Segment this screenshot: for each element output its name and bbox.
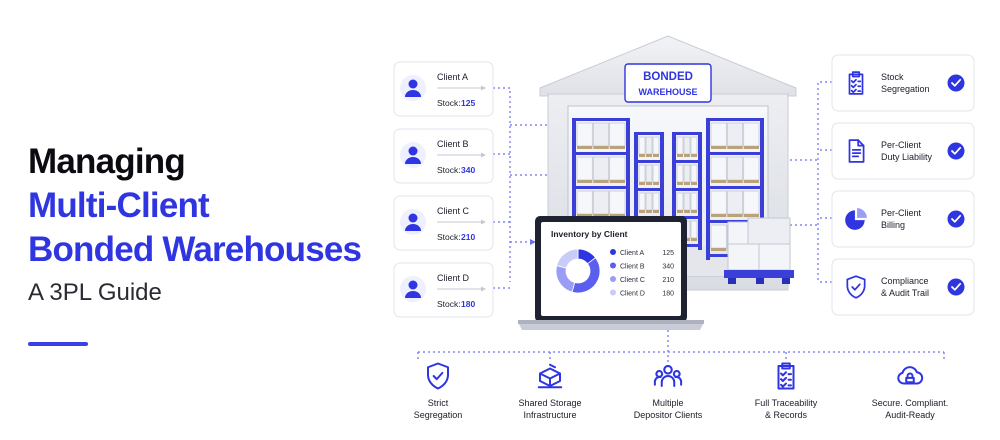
client-card: Client A Stock:125 <box>393 61 494 117</box>
benefit-line-2: Segregation <box>414 410 463 420</box>
pallet-boxes <box>724 217 794 284</box>
title-line-1: Managing <box>28 142 186 181</box>
pallet-boxes-icon <box>537 363 563 389</box>
user-avatar-icon <box>400 276 426 302</box>
client-name: Client C <box>437 206 470 216</box>
client-card: Client B Stock:340 <box>393 128 494 184</box>
benefit-item: Full Traceability & Records <box>755 362 818 420</box>
benefit-item: Secure. Compliant. Audit-Ready <box>872 366 949 420</box>
client-stock-label: Stock: <box>437 232 461 242</box>
client-name: Client B <box>437 139 469 149</box>
sign-line-1: BONDED <box>643 71 693 83</box>
legend-label: Client B <box>620 264 645 271</box>
user-avatar-icon <box>400 209 426 235</box>
users-icon <box>653 365 683 387</box>
dotted-connectors <box>417 81 945 362</box>
feature-line-2: Billing <box>881 220 905 230</box>
client-arrow-icon <box>481 85 486 91</box>
pie-chart-icon <box>845 208 867 230</box>
sign-line-2: WAREHOUSE <box>638 87 697 97</box>
legend-swatch <box>610 276 616 282</box>
benefit-line-1: Strict <box>428 398 449 408</box>
title-block: Managing Multi-Client Bonded Warehouses … <box>28 140 362 346</box>
client-card: Client D Stock:180 <box>393 262 494 318</box>
feature-check-icon <box>947 142 965 160</box>
user-avatar-icon <box>400 142 426 168</box>
legend-label: Client A <box>620 250 644 257</box>
client-stock-value: 125 <box>461 98 475 108</box>
feature-line-1: Per-Client <box>881 140 922 150</box>
client-arrow-icon <box>481 152 486 158</box>
benefit-line-1: Multiple <box>652 398 683 408</box>
feature-line-2: Duty Liability <box>881 152 933 162</box>
feature-line-1: Per-Client <box>881 208 922 218</box>
laptop-title: Inventory by Client <box>551 229 628 239</box>
feature-card: Compliance & Audit Trail <box>831 258 975 316</box>
client-arrow-icon <box>481 219 486 225</box>
feature-line-2: Segregation <box>881 84 930 94</box>
client-stock-label: Stock: <box>437 299 461 309</box>
shield-check-icon <box>427 362 449 390</box>
inventory-donut-chart <box>555 248 601 294</box>
benefit-line-1: Shared Storage <box>518 398 581 408</box>
client-stock-label: Stock: <box>437 165 461 175</box>
client-arrow-icon <box>481 286 486 292</box>
feature-line-2: & Audit Trail <box>881 288 929 298</box>
client-stock-value: 180 <box>461 299 475 309</box>
feature-check-icon <box>947 210 965 228</box>
client-name: Client D <box>437 273 470 283</box>
benefit-line-2: Infrastructure <box>523 410 576 420</box>
title-line-3: Bonded Warehouses <box>28 230 362 269</box>
shield-check-icon <box>846 275 866 299</box>
benefit-line-2: & Records <box>765 410 808 420</box>
donut-slice-d <box>556 248 579 269</box>
legend-swatch <box>610 289 616 296</box>
document-icon <box>848 139 865 163</box>
user-avatar-icon <box>400 75 426 101</box>
benefit-line-1: Secure. Compliant. <box>872 398 949 408</box>
legend-label: Client D <box>620 291 645 298</box>
cloud-lock-icon <box>897 366 924 385</box>
benefit-line-2: Depositor Clients <box>634 410 703 420</box>
client-stock-value: 340 <box>461 165 475 175</box>
feature-check-icon <box>947 278 965 296</box>
legend-value: 180 <box>662 291 674 298</box>
benefit-line-1: Full Traceability <box>755 398 818 408</box>
client-stock-label: Stock: <box>437 98 461 108</box>
legend-swatch <box>610 249 616 255</box>
legend-value: 340 <box>662 264 674 271</box>
client-name: Client A <box>437 72 468 82</box>
accent-bar <box>28 342 88 346</box>
title-line-2: Multi-Client <box>28 186 210 225</box>
warehouse-sign: BONDED WAREHOUSE <box>624 63 712 103</box>
feature-check-icon <box>947 74 965 92</box>
client-card: Client C Stock:210 <box>393 195 494 251</box>
clipboard-checklist-icon <box>848 71 864 95</box>
client-stock-value: 210 <box>461 232 475 242</box>
legend-label: Client C <box>620 277 645 284</box>
feature-line-1: Stock <box>881 72 904 82</box>
legend-swatch <box>610 262 616 269</box>
clipboard-checklist-icon <box>777 362 795 390</box>
legend-value: 125 <box>662 250 674 257</box>
subtitle: A 3PL Guide <box>28 279 162 306</box>
legend-value: 210 <box>662 277 674 284</box>
benefit-line-2: Audit-Ready <box>885 410 935 420</box>
feature-line-1: Compliance <box>881 276 929 286</box>
